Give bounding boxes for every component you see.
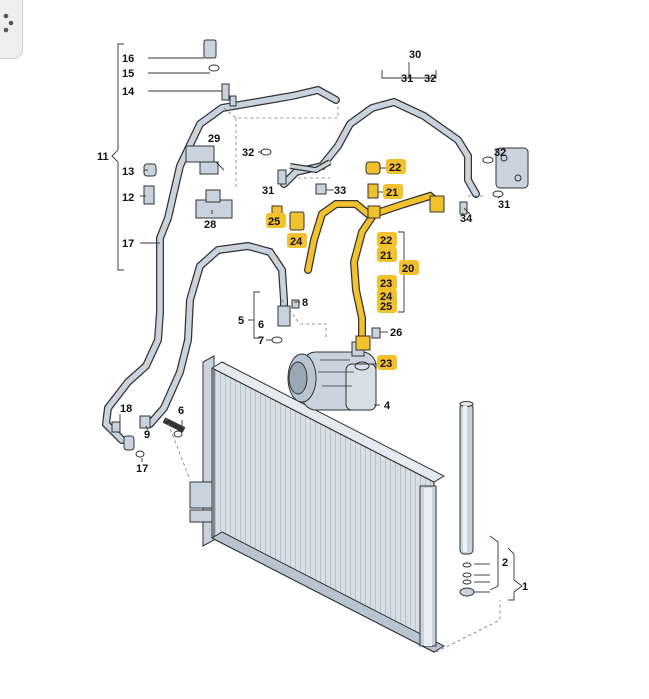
label-7: 7: [258, 335, 264, 347]
label-29: 29: [208, 133, 220, 145]
label-18: 18: [120, 403, 132, 415]
label-31-left: 31: [262, 185, 274, 197]
label-34: 34: [460, 213, 473, 225]
label-22-top: 22: [389, 162, 401, 174]
label-26: 26: [390, 327, 402, 339]
label-14: 14: [122, 86, 135, 98]
refrigerant-lines: [101, 85, 480, 444]
label-11: 11: [97, 151, 109, 163]
label-17-top: 17: [122, 238, 134, 250]
label-32-top: 32: [424, 73, 436, 85]
label-31-right: 31: [498, 199, 510, 211]
label-32-left: 32: [242, 147, 254, 159]
label-12: 12: [122, 192, 134, 204]
guide-lines: [165, 100, 501, 653]
label-24-group: 24: [380, 291, 393, 303]
label-5: 5: [238, 315, 244, 327]
highlight-badges: [266, 159, 419, 370]
label-6-upper: 6: [258, 319, 264, 331]
label-13: 13: [122, 166, 134, 178]
label-6-lower: 6: [178, 405, 184, 417]
label-1: 1: [522, 581, 528, 593]
label-23-bottom: 23: [380, 358, 392, 370]
label-4: 4: [384, 400, 391, 412]
label-30: 30: [409, 49, 421, 61]
label-24-left: 24: [290, 236, 303, 248]
label-31-top: 31: [401, 73, 413, 85]
small-parts: [111, 39, 529, 458]
label-15: 15: [122, 68, 134, 80]
label-21-top: 21: [386, 187, 398, 199]
part-labels: 16 15 14 11 13 12 17 29 28 32 31 33 25 2…: [97, 49, 528, 593]
label-20: 20: [402, 263, 414, 275]
label-32-right: 32: [494, 147, 506, 159]
label-21-group: 21: [380, 250, 392, 262]
label-22-group: 22: [380, 235, 392, 247]
label-23-group: 23: [380, 278, 392, 290]
label-8: 8: [302, 297, 308, 309]
label-9: 9: [144, 429, 150, 441]
condenser: [189, 355, 446, 653]
label-33: 33: [334, 185, 346, 197]
label-2: 2: [502, 557, 508, 569]
label-28: 28: [204, 219, 216, 231]
label-25-group: 25: [380, 301, 392, 313]
compressor: [287, 341, 377, 411]
label-25-left: 25: [268, 216, 280, 228]
menu-tab[interactable]: [0, 0, 23, 59]
dryer-cartridge: [459, 401, 475, 597]
label-17-bottom: 17: [136, 463, 148, 475]
label-16: 16: [122, 53, 134, 65]
highlighted-hoses: [304, 191, 445, 351]
more-icon: [3, 13, 14, 33]
